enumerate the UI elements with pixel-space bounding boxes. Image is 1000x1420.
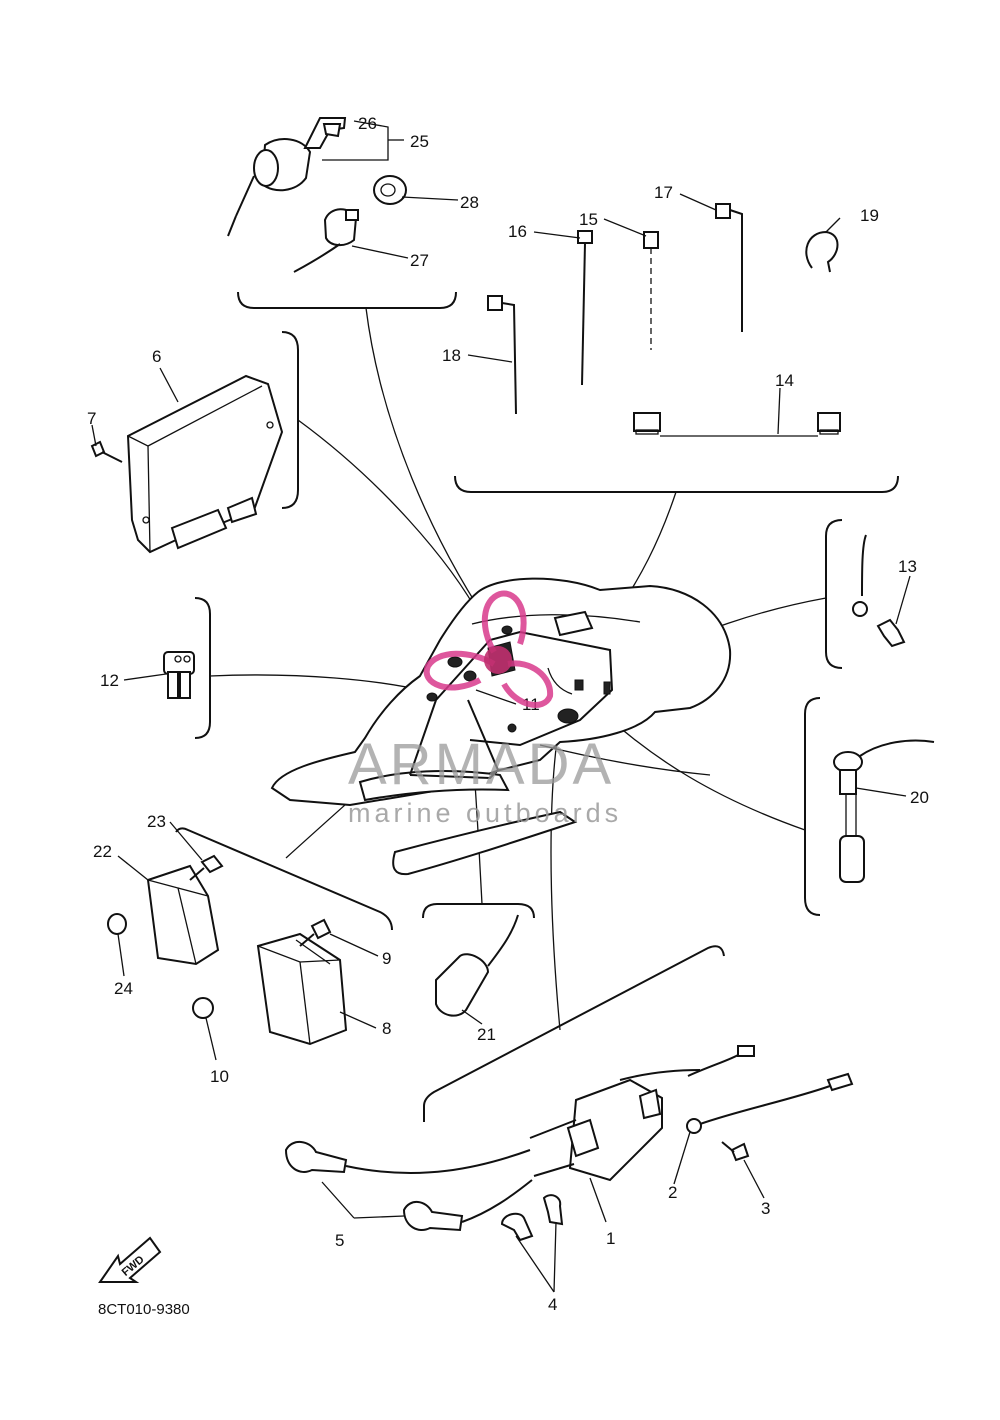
- part-label-15: 15: [579, 210, 598, 229]
- part-label-1: 1: [606, 1229, 615, 1248]
- spark-plug-leads: [284, 1141, 533, 1232]
- fuse-holder: [163, 651, 195, 699]
- part-label-16: 16: [508, 222, 527, 241]
- part-label-12: 12: [100, 671, 119, 690]
- part-label-5: 5: [335, 1231, 344, 1250]
- part-label-26: 26: [358, 114, 377, 133]
- coil-bolt: [721, 1141, 750, 1162]
- part-label-10: 10: [210, 1067, 229, 1086]
- part-label-20: 20: [910, 788, 929, 807]
- part-label-19: 19: [860, 206, 879, 225]
- part-label-21: 21: [477, 1025, 496, 1044]
- part-label-27: 27: [410, 251, 429, 270]
- ecu-bolt: [90, 440, 123, 463]
- cable-tie-18: [487, 295, 517, 415]
- part-label-24: 24: [114, 979, 133, 998]
- cable-tie-16: [577, 230, 593, 386]
- part-label-3: 3: [761, 1199, 770, 1218]
- drawing-code: 8CT010-9380: [98, 1301, 190, 1318]
- part-label-22: 22: [93, 842, 112, 861]
- part-label-23: 23: [147, 812, 166, 831]
- nut-24: [107, 913, 127, 935]
- part-label-25: 25: [410, 132, 429, 151]
- wire-lead: [633, 412, 841, 437]
- armada-logo-center: [484, 646, 512, 674]
- part-label-8: 8: [382, 1019, 391, 1038]
- armada-logo: [423, 590, 554, 708]
- coil-lead-upper: [687, 1045, 755, 1077]
- part-label-2: 2: [668, 1183, 677, 1202]
- part-label-7: 7: [87, 409, 96, 428]
- main-switch-assembly: [227, 117, 347, 237]
- coil-ground-lead: [686, 1072, 854, 1134]
- part-label-18: 18: [442, 346, 461, 365]
- armada-watermark: ARMADA marine outboards: [348, 590, 622, 828]
- part-label-17: 17: [654, 183, 673, 202]
- ignition-coil: [529, 1069, 701, 1182]
- ground-bolt: [876, 618, 906, 648]
- ground-lead: [852, 534, 868, 617]
- ecu-unit: [126, 374, 284, 554]
- sensor-connector: [435, 914, 519, 1017]
- part-label-6: 6: [152, 347, 161, 366]
- rectifier-22: [146, 864, 220, 966]
- cable-tie-15: [643, 231, 659, 350]
- cable-tie-17: [715, 203, 743, 332]
- oil-sensor: [833, 739, 935, 883]
- stop-switch: [293, 208, 359, 273]
- wire-clamps: [500, 1194, 564, 1242]
- lanyard-cap: [373, 175, 407, 205]
- part-label-13: 13: [898, 557, 917, 576]
- module-8: [256, 932, 348, 1046]
- bolt-9: [299, 918, 332, 947]
- part-label-4: 4: [548, 1295, 557, 1314]
- bolt-23: [189, 854, 224, 881]
- part-label-9: 9: [382, 949, 391, 968]
- wiring-harness: [270, 577, 732, 876]
- fwd-direction-arrow: FWD: [98, 1236, 162, 1283]
- wire-clip-19: [805, 230, 839, 273]
- group-brackets: [175, 291, 899, 1122]
- part-label-14: 14: [775, 371, 794, 390]
- nut-10: [192, 997, 214, 1019]
- watermark-brand: ARMADA: [348, 732, 614, 797]
- label-leaders: [91, 120, 911, 1293]
- watermark-tagline: marine outboards: [348, 798, 622, 828]
- part-label-28: 28: [460, 193, 479, 212]
